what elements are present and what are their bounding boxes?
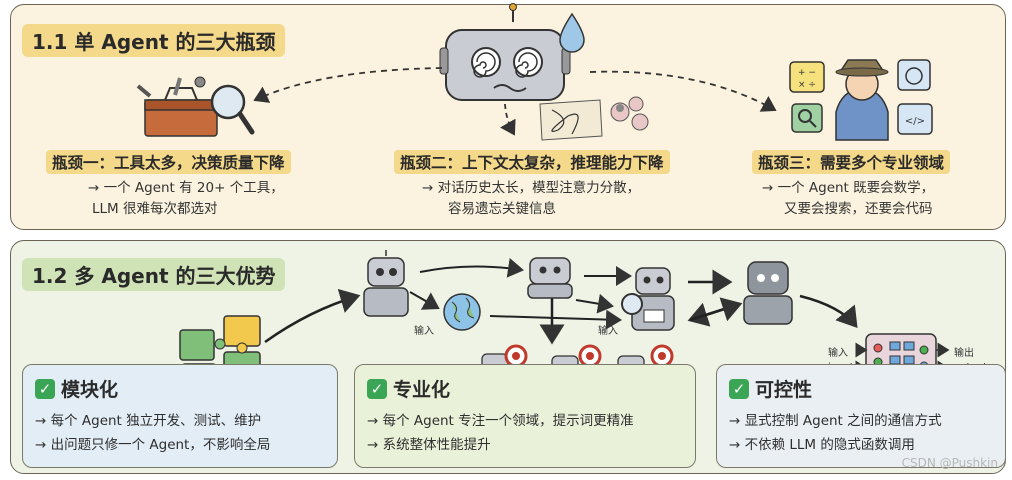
io-output-1: 输出 — [954, 348, 974, 359]
card-specialized-line-1: → 每个 Agent 专注一个领域，提示词更精准 — [367, 413, 634, 429]
agent-robot-a-icon — [363, 250, 409, 317]
bottleneck-3: 瓶颈三：需要多个专业领域 → 一个 Agent 既要会数学， 又要会搜索，还要会… — [752, 150, 951, 220]
bottleneck-3-line-2: 又要会搜索，还要会代码 — [784, 201, 933, 217]
bottleneck-3-title: 瓶颈三：需要多个专业领域 — [752, 150, 951, 174]
card-controllable-line-1: → 显式控制 Agent 之间的通信方式 — [729, 413, 942, 429]
flow-label-input-a: 输入 — [414, 326, 434, 337]
multi-agent-title: 1.2 多 Agent 的三大优势 — [22, 258, 286, 291]
agent-robot-b-icon — [527, 257, 573, 299]
bottleneck-2-line-2: 容易遗忘关键信息 — [448, 201, 556, 217]
bottleneck-1-title: 瓶颈一：工具太多，决策质量下降 — [46, 150, 291, 174]
bottleneck-1-line-2: LLM 很难每次都选对 — [92, 201, 218, 217]
card-modular-line-2: → 出问题只修一个 Agent，不影响全局 — [35, 437, 271, 453]
confused-robot-icon — [439, 3, 649, 141]
calc-symbols-1: + − — [798, 68, 816, 78]
overwhelmed-person-icon: + − × ÷ </> — [789, 59, 933, 141]
search-robot-icon — [621, 267, 675, 331]
card-specialized: ✓ 专业化 → 每个 Agent 专注一个领域，提示词更精准 → 系统整体性能提… — [354, 364, 696, 468]
calc-symbols-2: × ÷ — [798, 80, 816, 90]
single-agent-title: 1.1 单 Agent 的三大瓶颈 — [22, 24, 286, 57]
bottleneck-2-line-1: → 对话历史太长，模型注意力分散， — [422, 180, 641, 196]
card-controllable-head: ✓ 可控性 — [729, 375, 812, 402]
code-symbol: </> — [905, 116, 925, 127]
agent-robot-d-icon — [743, 261, 793, 325]
card-controllable: ✓ 可控性 → 显式控制 Agent 之间的通信方式 → 不依赖 LLM 的隐式… — [716, 364, 1006, 468]
card-modular: ✓ 模块化 → 每个 Agent 独立开发、测试、维护 → 出问题只修一个 Ag… — [22, 364, 338, 468]
check-icon: ✓ — [35, 378, 55, 399]
card-specialized-head: ✓ 专业化 — [367, 375, 450, 402]
bottleneck-1-line-1: → 一个 Agent 有 20+ 个工具， — [88, 180, 284, 196]
flow-label-input-b: 输入 — [598, 326, 618, 337]
card-modular-line-1: → 每个 Agent 独立开发、测试、维护 — [35, 413, 262, 429]
card-modular-title: 模块化 — [61, 379, 119, 401]
toolbox-icon — [136, 76, 255, 137]
check-icon: ✓ — [729, 378, 749, 399]
bottleneck-3-line-1: → 一个 Agent 既要会数学， — [762, 180, 935, 196]
io-input-1: 输入 — [828, 348, 848, 359]
check-icon: ✓ — [367, 378, 387, 399]
card-specialized-line-2: → 系统整体性能提升 — [367, 437, 491, 453]
card-controllable-title: 可控性 — [755, 379, 813, 401]
bottleneck-1: 瓶颈一：工具太多，决策质量下降 → 一个 Agent 有 20+ 个工具， LL… — [46, 150, 291, 220]
globe-icon — [443, 293, 481, 331]
card-specialized-title: 专业化 — [393, 379, 451, 401]
watermark: CSDN @Pushkin — [901, 456, 998, 470]
card-controllable-line-2: → 不依赖 LLM 的隐式函数调用 — [729, 437, 915, 453]
bottleneck-2-title: 瓶颈二：上下文太复杂，推理能力下降 — [394, 150, 670, 174]
bottleneck-2: 瓶颈二：上下文太复杂，推理能力下降 → 对话历史太长，模型注意力分散， 容易遗忘… — [394, 150, 670, 220]
card-modular-head: ✓ 模块化 — [35, 375, 118, 402]
